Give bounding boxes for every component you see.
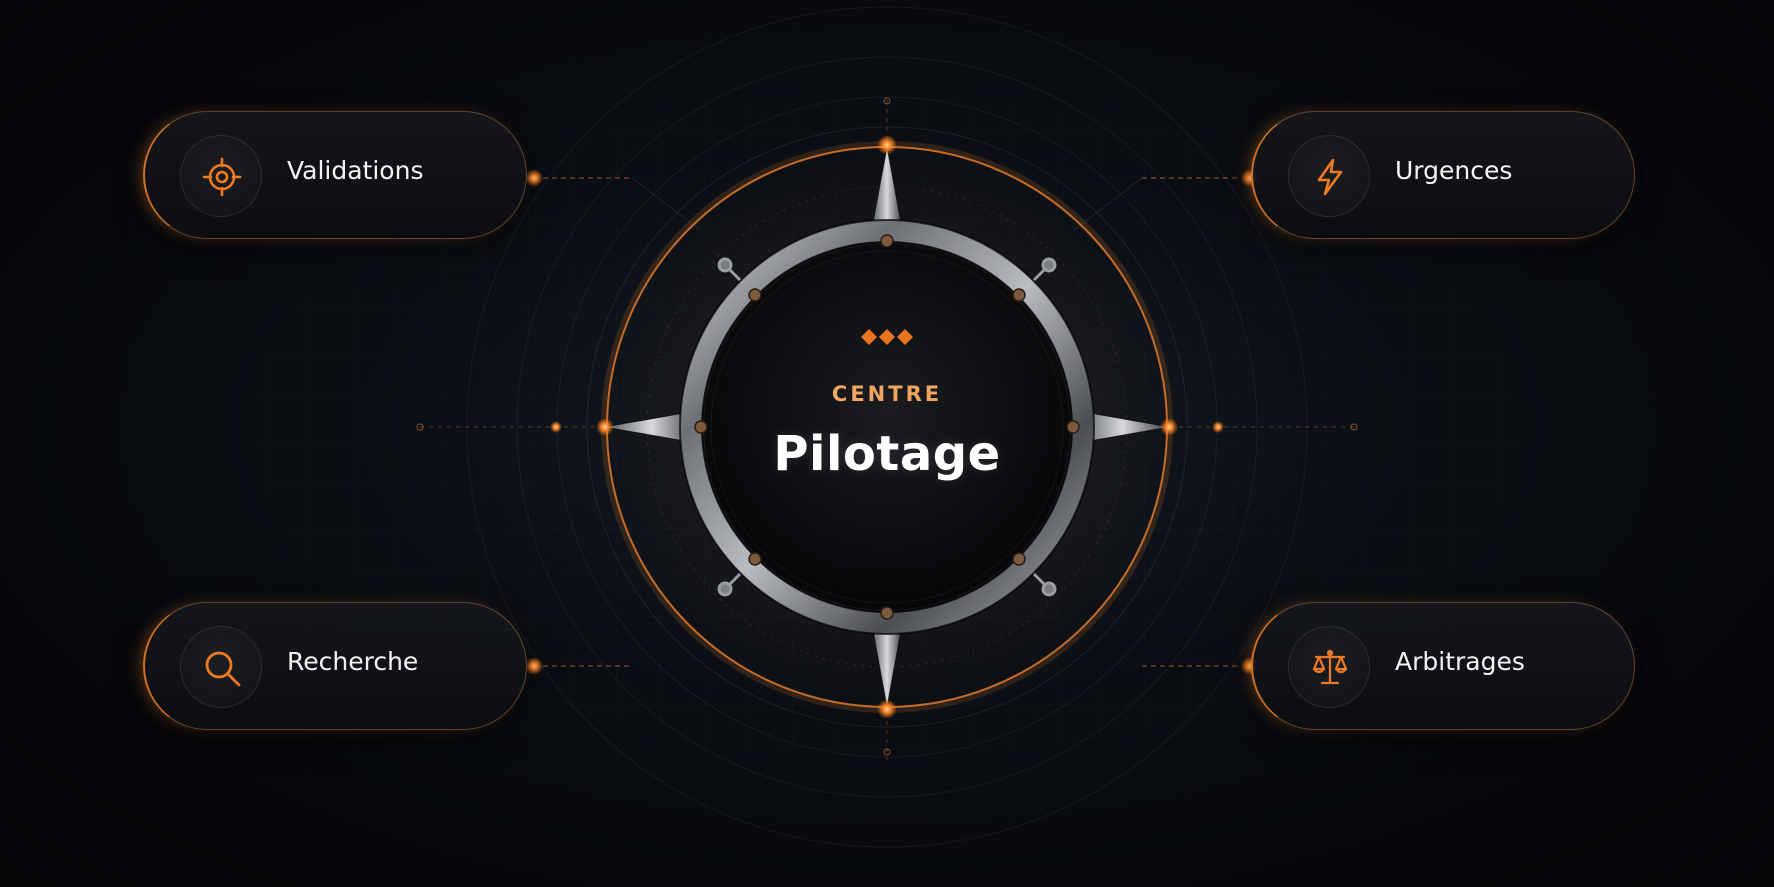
glow-dots [525,135,1259,719]
node-arbitrages[interactable]: Arbitrages [1251,602,1635,730]
node-validations[interactable]: Validations [143,111,527,239]
connector-lines [534,177,1240,667]
balance-scale-icon [1312,649,1348,685]
center-kicker: CENTRE [831,382,943,406]
node-label-recherche: Recherche [287,647,419,676]
node-icon-ring [180,626,262,708]
axis-lines [420,100,1355,760]
node-icon-ring [1288,626,1370,708]
node-urgences[interactable]: Urgences [1251,111,1635,239]
hub-face [704,244,1070,610]
node-label-urgences: Urgences [1395,156,1513,185]
node-label-validations: Validations [287,156,424,185]
hub-bolts [717,257,1057,597]
magnifier-search-icon [205,651,241,687]
hub-steel-ring [680,220,1094,634]
node-icon-ring [1288,135,1370,217]
node-label-arbitrages: Arbitrages [1395,647,1525,676]
crosshair-target-icon [202,157,242,197]
center-title: Pilotage [773,426,1001,482]
lightning-bolt-icon [1317,158,1343,196]
compass-spikes [604,146,1170,708]
hub-rivets [694,234,1080,620]
diamond-ornament-icon [861,329,913,345]
node-recherche[interactable]: Recherche [143,602,527,730]
node-icon-ring [180,135,262,217]
